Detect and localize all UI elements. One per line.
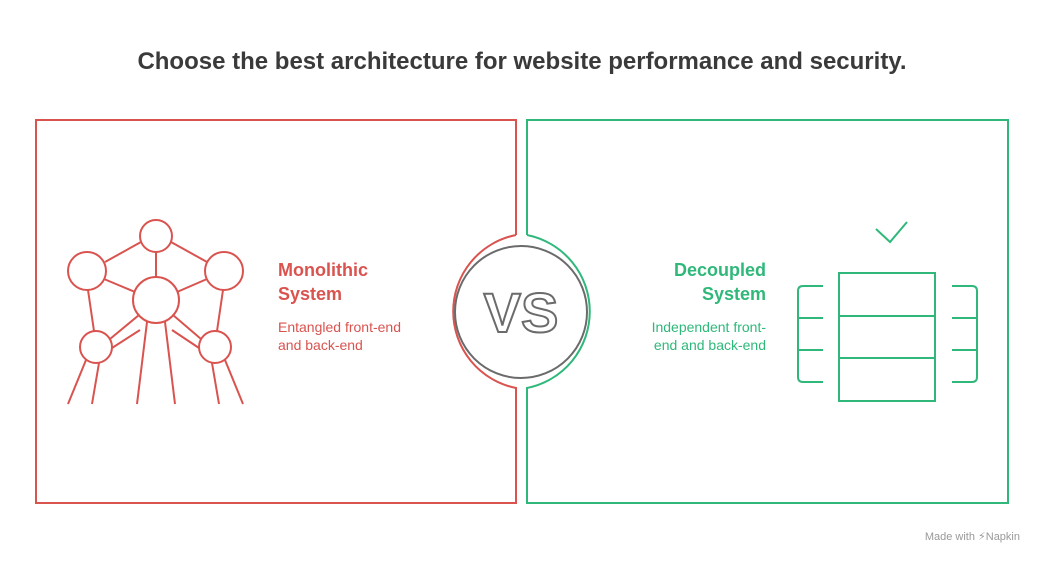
monolithic-heading-line2: System bbox=[278, 284, 343, 304]
left-panel bbox=[35, 119, 517, 504]
decoupled-heading-line2: System bbox=[701, 284, 766, 304]
page-title: Choose the best architecture for website… bbox=[137, 48, 907, 75]
decoupled-heading-line1: Decoupled bbox=[673, 260, 766, 280]
decoupled-heading: Decoupled System bbox=[600, 258, 766, 306]
made-with-napkin[interactable]: Made with ⚡Napkin bbox=[925, 530, 1020, 543]
decoupled-desc-line2: end and back-end bbox=[653, 337, 766, 353]
monolithic-heading: Monolithic System bbox=[278, 258, 438, 306]
atom-network-icon bbox=[67, 219, 244, 405]
footer-brand: Napkin bbox=[985, 531, 1020, 543]
footer-text: Made with bbox=[924, 531, 975, 543]
napkin-logo-icon: ⚡ bbox=[978, 531, 986, 543]
modular-stack-icon bbox=[797, 221, 978, 402]
check-icon bbox=[875, 221, 908, 244]
decoupled-description: Independent front- end and back-end bbox=[600, 318, 766, 354]
monolithic-desc-line2: and back-end bbox=[278, 337, 363, 353]
vs-badge: VS bbox=[454, 245, 588, 379]
monolithic-desc-line1: Entangled front-end bbox=[278, 319, 401, 335]
decoupled-desc-line1: Independent front- bbox=[651, 319, 766, 335]
monolithic-description: Entangled front-end and back-end bbox=[278, 318, 428, 354]
right-panel bbox=[526, 119, 1009, 504]
vs-label: VS bbox=[484, 281, 559, 344]
monolithic-heading-line1: Monolithic bbox=[278, 260, 368, 280]
